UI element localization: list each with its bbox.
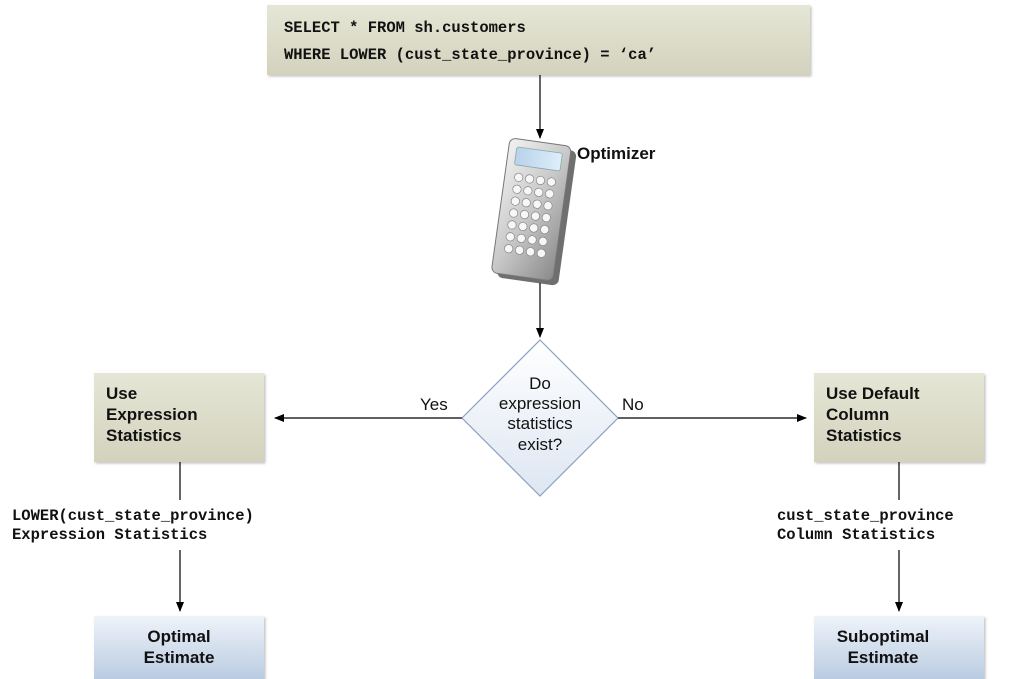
query-line-1: SELECT * FROM sh.customers [284, 19, 526, 37]
decision-line-3: statistics [507, 414, 572, 433]
no-label: No [622, 395, 644, 414]
right-result-line-1: Suboptimal [837, 627, 930, 646]
left-stat-line-2: Expression Statistics [12, 526, 207, 544]
optimal-estimate-box: Optimal Estimate [94, 616, 264, 679]
use-default-column-statistics-box: Use Default Column Statistics [814, 373, 984, 462]
suboptimal-estimate-box: Suboptimal Estimate [814, 616, 984, 679]
right-box-line-1: Use Default [826, 384, 920, 403]
decision-line-1: Do [529, 374, 551, 393]
left-box-line-3: Statistics [106, 426, 182, 445]
right-result-line-2: Estimate [848, 648, 919, 667]
query-line-2: WHERE LOWER (cust_state_province) = ‘ca’ [284, 46, 656, 64]
decision-line-2: expression [499, 394, 581, 413]
query-box: SELECT * FROM sh.customers WHERE LOWER (… [267, 5, 810, 75]
right-stat-line-1: cust_state_province [777, 507, 954, 525]
use-expression-statistics-box: Use Expression Statistics [94, 373, 264, 462]
left-box-line-1: Use [106, 384, 137, 403]
left-result-line-1: Optimal [147, 627, 210, 646]
right-box-line-2: Column [826, 405, 889, 424]
yes-label: Yes [420, 395, 448, 414]
left-result-line-2: Estimate [144, 648, 215, 667]
left-box-line-2: Expression [106, 405, 198, 424]
left-stat-line-1: LOWER(cust_state_province) [12, 507, 254, 525]
right-box-line-3: Statistics [826, 426, 902, 445]
optimizer-label: Optimizer [577, 144, 656, 163]
calculator-icon [491, 138, 577, 286]
decision-line-4: exist? [518, 435, 562, 454]
right-stat-line-2: Column Statistics [777, 526, 935, 544]
decision-diamond: Do expression statistics exist? [461, 339, 619, 497]
